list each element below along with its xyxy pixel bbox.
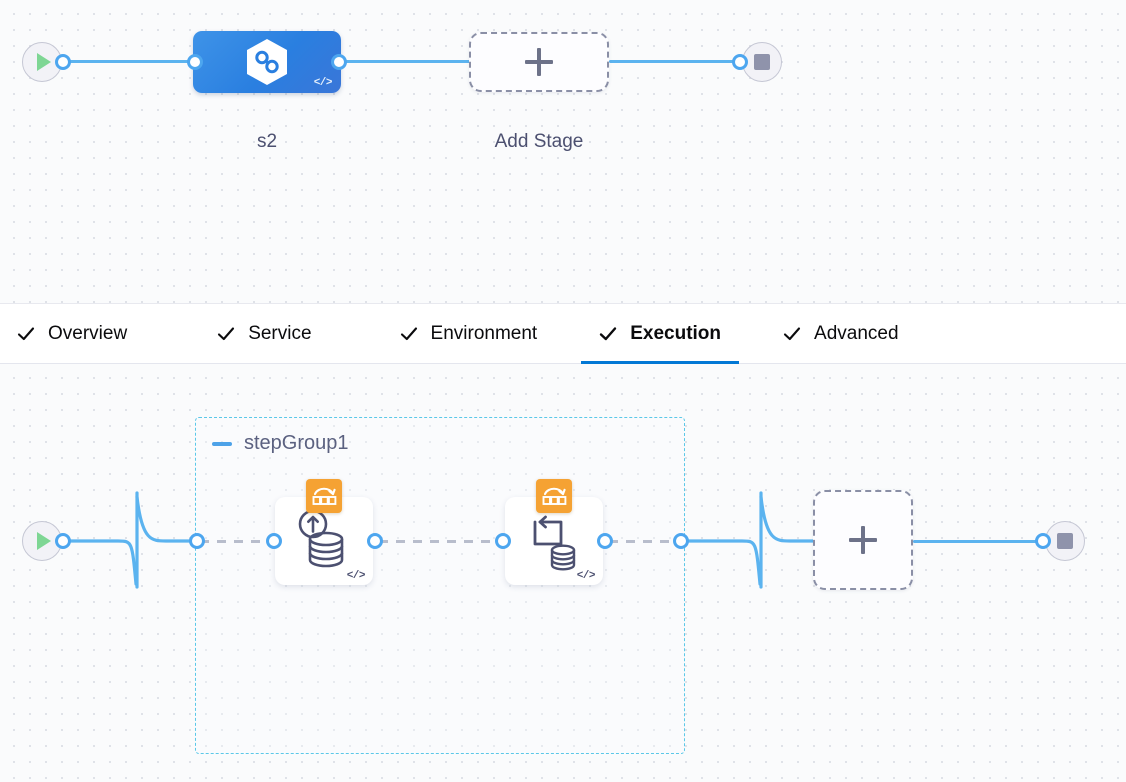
stage-label-s2: s2	[256, 131, 278, 152]
connector-group-to-addstep	[684, 491, 829, 589]
execution-graph-canvas[interactable]: stepGroup1	[0, 364, 1126, 782]
step-group-title: stepGroup1	[244, 432, 349, 454]
port-stage-out[interactable]	[331, 54, 347, 70]
tab-advanced[interactable]: Advanced	[783, 303, 899, 364]
tab-execution-label: Execution	[630, 322, 722, 344]
connector-add-to-end	[609, 60, 744, 63]
pipeline-end-node[interactable]	[742, 42, 782, 82]
connector-stage-to-add	[339, 60, 471, 63]
check-icon	[783, 325, 801, 343]
step-code-icon[interactable]: </>	[576, 570, 596, 582]
port-stage-in[interactable]	[187, 54, 203, 70]
port-exec-end-in[interactable]	[1035, 533, 1051, 549]
tab-overview-label: Overview	[48, 322, 128, 344]
database-rollback-icon	[523, 508, 585, 574]
port-step1-in[interactable]	[266, 533, 282, 549]
add-stage-label: Add Stage	[494, 131, 584, 152]
play-icon	[37, 53, 51, 71]
check-icon	[400, 325, 418, 343]
tab-advanced-label: Advanced	[814, 322, 899, 344]
harness-cd-hexagon-icon	[245, 38, 289, 86]
check-icon	[599, 325, 617, 343]
port-step1-out[interactable]	[367, 533, 383, 549]
stage-node-s2[interactable]: </>	[193, 31, 341, 93]
plus-icon	[525, 48, 553, 76]
stop-icon	[754, 54, 770, 70]
tab-service[interactable]: Service	[217, 303, 312, 364]
tab-environment[interactable]: Environment	[400, 303, 538, 364]
play-icon	[37, 532, 51, 550]
stage-graph-canvas[interactable]: </> Add Stage s2	[0, 0, 1126, 303]
connector-start-to-group	[61, 491, 205, 589]
port-end-in[interactable]	[732, 54, 748, 70]
connector-group-in-to-step1	[200, 540, 269, 543]
step-group-stepGroup1[interactable]	[195, 417, 685, 754]
tab-execution[interactable]: Execution	[581, 303, 739, 364]
connector-start-to-stage	[63, 60, 199, 63]
stop-icon	[1057, 533, 1073, 549]
tab-environment-label: Environment	[430, 322, 538, 344]
execution-end-node[interactable]	[1045, 521, 1085, 561]
add-step-node[interactable]	[813, 490, 913, 590]
step-node-dbschemaapply[interactable]: </>	[275, 479, 373, 585]
port-exec-start-out[interactable]	[55, 533, 71, 549]
rollback-flow-icon	[536, 479, 572, 513]
connector-addstep-to-end	[913, 540, 1045, 543]
stage-config-tabs: Overview Service Environment Execution A	[0, 303, 1126, 364]
step-code-icon[interactable]: </>	[346, 570, 366, 582]
port-start-out[interactable]	[55, 54, 71, 70]
tab-overview[interactable]: Overview	[17, 303, 127, 364]
minus-icon[interactable]	[212, 441, 232, 446]
port-group-in[interactable]	[189, 533, 205, 549]
stage-code-icon[interactable]: </>	[313, 77, 333, 89]
step-node-dbschemarollback[interactable]: </>	[505, 479, 603, 585]
check-icon	[17, 325, 35, 343]
database-apply-icon	[293, 508, 355, 574]
add-stage-node[interactable]	[469, 32, 609, 92]
check-icon	[217, 325, 235, 343]
connector-step1-to-step2	[379, 540, 497, 543]
connector-step2-to-group-out	[609, 540, 675, 543]
plus-icon	[849, 526, 877, 554]
port-step2-in[interactable]	[495, 533, 511, 549]
tab-service-label: Service	[248, 322, 312, 344]
port-group-out[interactable]	[673, 533, 689, 549]
step-group-header[interactable]: stepGroup1	[212, 432, 349, 455]
port-step2-out[interactable]	[597, 533, 613, 549]
rollback-flow-icon	[306, 479, 342, 513]
